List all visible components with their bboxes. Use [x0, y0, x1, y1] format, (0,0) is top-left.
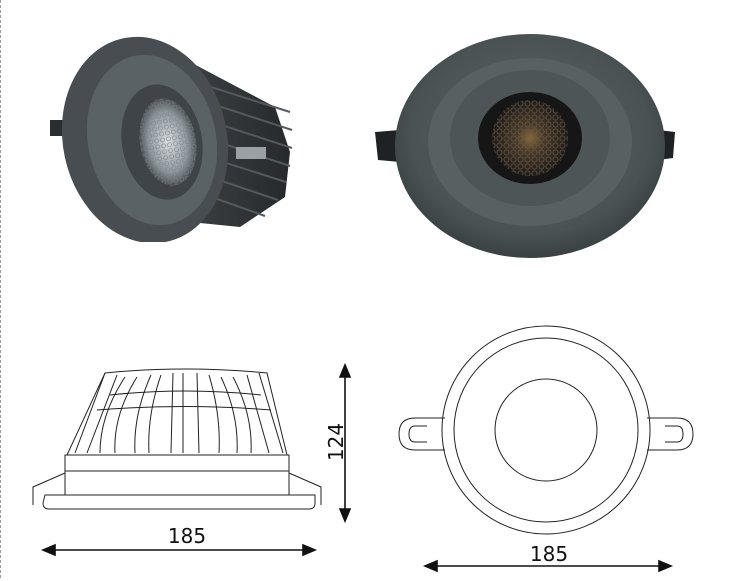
mounting-spring: [236, 147, 266, 159]
spring-right: [288, 472, 322, 505]
product-photo-front: [370, 30, 690, 265]
diameter-dimension-label: 185: [530, 542, 568, 566]
width-dimension-label: 185: [168, 524, 206, 548]
driver-housing: [64, 454, 290, 472]
right-clip-outline: [647, 417, 694, 451]
side-elevation-drawing: 124 185: [25, 355, 365, 573]
spring-left: [32, 472, 66, 505]
page-border: [0, 0, 2, 578]
outer-flange-circle: [441, 325, 651, 535]
flange: [42, 494, 316, 510]
height-dimension-arrow: [338, 362, 352, 524]
top-view-drawing: 185: [385, 322, 720, 576]
left-clip-outline: [398, 417, 445, 451]
mounting-clip: [50, 120, 64, 136]
left-clip: [375, 130, 400, 162]
height-dimension-label: 124: [324, 423, 348, 461]
downlight-front-image: [375, 34, 675, 258]
heatsink-fin-lines: [74, 372, 284, 454]
width-dimension-arrow: [40, 543, 318, 557]
downlight-angled-image: [50, 36, 293, 244]
product-photo-angled: [40, 22, 310, 244]
lens-circle: [494, 378, 598, 482]
diameter-dimension-arrow: [422, 559, 674, 573]
heatsink-outline: [66, 368, 288, 456]
